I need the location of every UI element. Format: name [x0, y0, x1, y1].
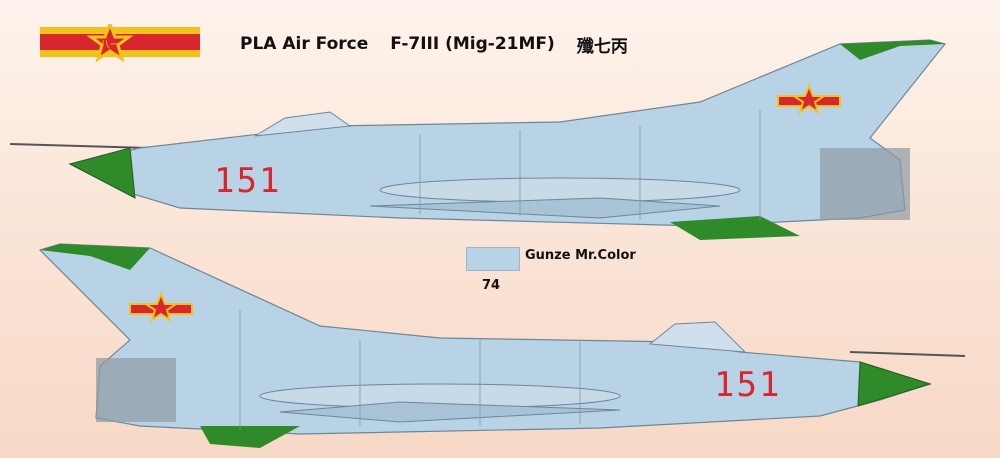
top-tail-number: 151 — [214, 161, 281, 201]
page-title: PLA Air Force F-7III (Mig-21MF) 殲七丙 — [240, 32, 628, 57]
title-model: F-7III (Mig-21MF) — [390, 34, 555, 54]
color-swatch — [466, 247, 520, 271]
top-fin-insignia — [777, 83, 841, 115]
bottom-fin-insignia — [129, 291, 193, 323]
paint-color-code: 74 — [482, 278, 501, 293]
pla-insignia-flag: 八一 — [40, 24, 200, 63]
bottom-tail-number: 151 — [714, 365, 781, 405]
title-service: PLA Air Force — [240, 34, 369, 54]
title-chinese: 殲七丙 — [576, 36, 628, 57]
top-aircraft-profile: 151 — [9, 39, 947, 240]
svg-text:八一: 八一 — [100, 40, 120, 51]
paint-brand-label: Gunze Mr.Color — [525, 248, 636, 263]
bottom-aircraft-profile: 151 — [38, 243, 966, 448]
